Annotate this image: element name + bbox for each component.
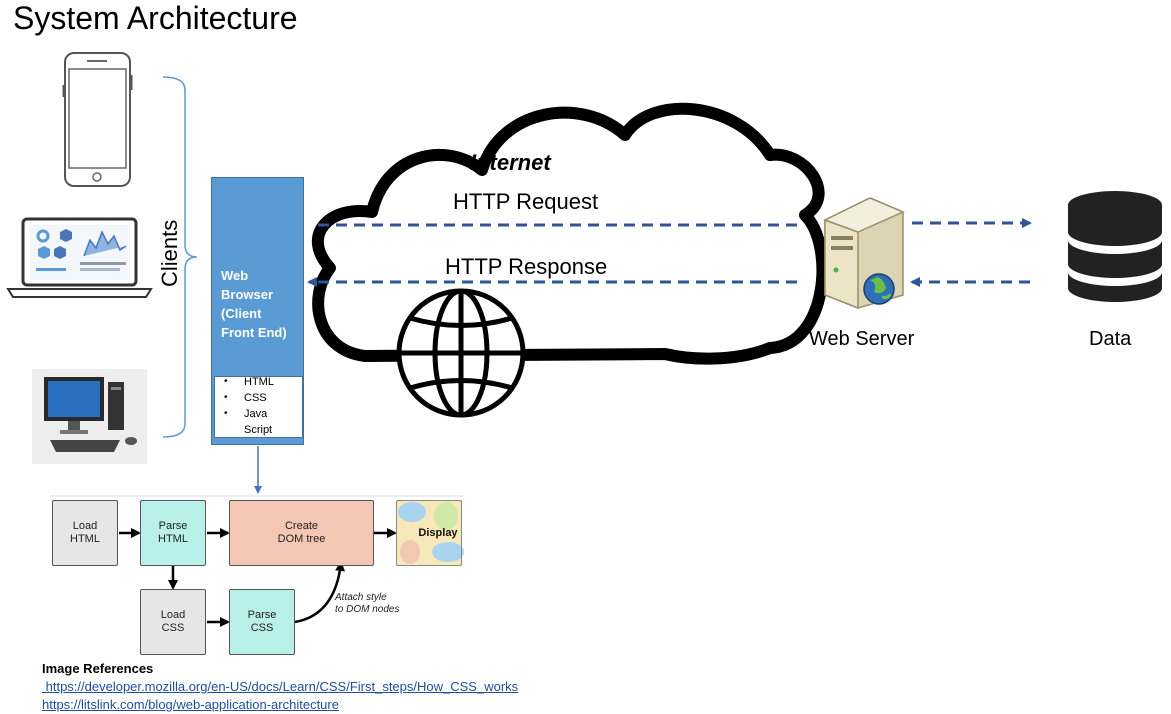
web-server-label: Web Server [809,328,915,350]
clients-bracket [162,76,198,438]
parse-html-label: Parse HTML [158,520,188,545]
tech-item-javascript-cont: Script [244,424,273,436]
display-step: Display [396,500,462,566]
internet-label: Internet [470,150,551,175]
bullet: • [224,392,228,403]
attach-style-note: Attach style to DOM nodes [335,592,400,615]
reference-link-mdn[interactable]: https://developer.mozilla.org/en-US/docs… [42,679,519,694]
bullet: • [224,408,228,419]
web-server-icon [823,197,905,310]
references-heading: Image References [42,661,154,676]
database-icon [1068,191,1162,302]
reference-link-litslink[interactable]: https://litslink.com/blog/web-applicatio… [42,697,339,712]
create-dom-step: Create DOM tree [229,500,374,566]
display-thumbnail-art [397,500,464,566]
internet-cloud [312,102,829,365]
technology-list [214,376,303,438]
page-title: System Architecture [13,0,298,36]
parse-html-step: Parse HTML [140,500,206,566]
load-html-label: Load HTML [70,520,100,545]
create-dom-label: Create DOM tree [277,520,326,545]
load-css-label: Load CSS [160,609,186,634]
globe-icon [396,288,526,418]
http-response-label: HTTP Response [445,254,608,279]
smartphone-icon [62,52,133,187]
parse-css-step: Parse CSS [229,589,295,655]
bullet: • [224,376,228,387]
data-label: Data [1089,328,1132,350]
load-css-step: Load CSS [140,589,206,655]
parse-css-label: Parse CSS [247,609,277,634]
tech-item-css: CSS [244,392,267,404]
desktop-computer-icon [32,369,147,464]
tech-item-html: HTML [244,376,274,388]
tech-item-javascript: Java [244,408,268,420]
display-label: Display [418,526,458,539]
clients-label: Clients [157,219,182,287]
flow-arrows [119,528,397,627]
load-html-step: Load HTML [52,500,118,566]
http-request-label: HTTP Request [453,189,599,214]
laptop-icon [6,217,153,298]
web-browser-label: Web Browser (Client Front End) [221,268,287,340]
